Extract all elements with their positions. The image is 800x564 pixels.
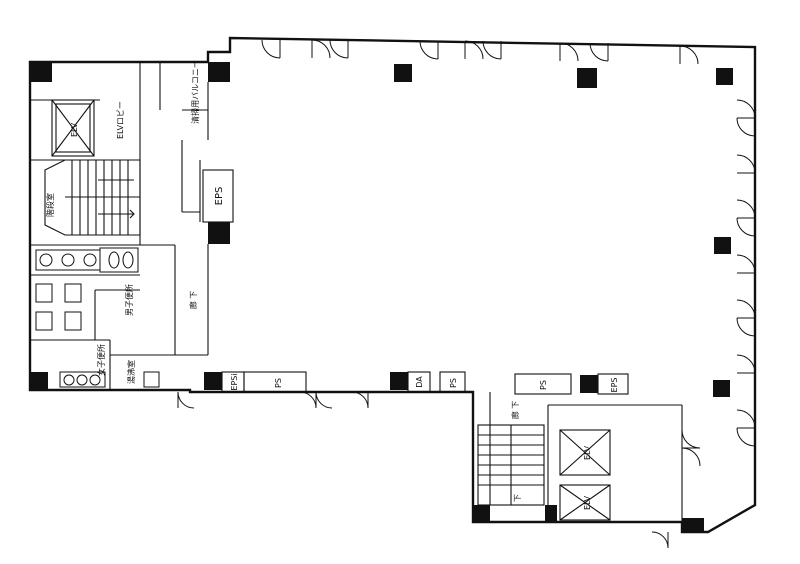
southeast-core-walls bbox=[489, 392, 683, 522]
eps-label-east: EPS bbox=[610, 378, 619, 393]
ps-label-3: PS bbox=[539, 380, 548, 390]
da-label: DA bbox=[415, 376, 424, 388]
eps-label-west: EPS bbox=[214, 187, 225, 206]
elv-lobby-label: ELVロビー bbox=[116, 101, 125, 139]
perimeter-door-swings-bottom bbox=[177, 391, 669, 549]
column bbox=[580, 375, 598, 393]
eps-shaft-west bbox=[202, 169, 234, 223]
column bbox=[208, 222, 230, 244]
ps-label-2: PS bbox=[449, 378, 458, 388]
stair-down-label: 下 bbox=[513, 494, 522, 502]
epsi-label: EPSi bbox=[230, 373, 239, 390]
cleaning-balcony-label: 清掃用バルコニー bbox=[190, 60, 200, 124]
elv-label-east-1: ELV bbox=[583, 445, 592, 460]
mens-toilet-label: 男子便所 bbox=[124, 284, 134, 316]
column bbox=[714, 237, 731, 254]
column bbox=[577, 68, 597, 88]
column bbox=[30, 372, 48, 390]
column bbox=[713, 380, 730, 397]
southeast-stair bbox=[477, 424, 545, 506]
west-stair bbox=[44, 159, 141, 236]
column bbox=[208, 62, 230, 82]
column bbox=[30, 62, 52, 82]
elv-label-west: ELV bbox=[70, 122, 79, 137]
pantry-label: 湯沸室 bbox=[126, 360, 136, 384]
column bbox=[390, 372, 408, 390]
perimeter-door-swings-top bbox=[261, 39, 699, 65]
corridor-label-east: 廊 下 bbox=[510, 401, 520, 420]
exterior-wall bbox=[28, 36, 757, 534]
toilet-fixtures bbox=[35, 247, 160, 388]
column bbox=[716, 68, 733, 85]
west-core-walls bbox=[30, 62, 209, 390]
column bbox=[682, 518, 704, 532]
southeast-core-doors bbox=[681, 429, 701, 467]
column bbox=[204, 372, 222, 390]
corridor-label-west: 廊 下 bbox=[188, 291, 198, 310]
column bbox=[394, 64, 412, 82]
column bbox=[545, 505, 557, 522]
elv-label-east-2: ELV bbox=[583, 495, 592, 510]
column bbox=[473, 505, 490, 522]
womens-toilet-label: 女子便所 bbox=[96, 344, 106, 376]
bottom-shafts bbox=[221, 371, 629, 395]
perimeter-door-swings-right bbox=[736, 99, 756, 447]
stair-room-label: 階段室 bbox=[45, 193, 55, 217]
ps-label-1: PS bbox=[274, 378, 283, 388]
